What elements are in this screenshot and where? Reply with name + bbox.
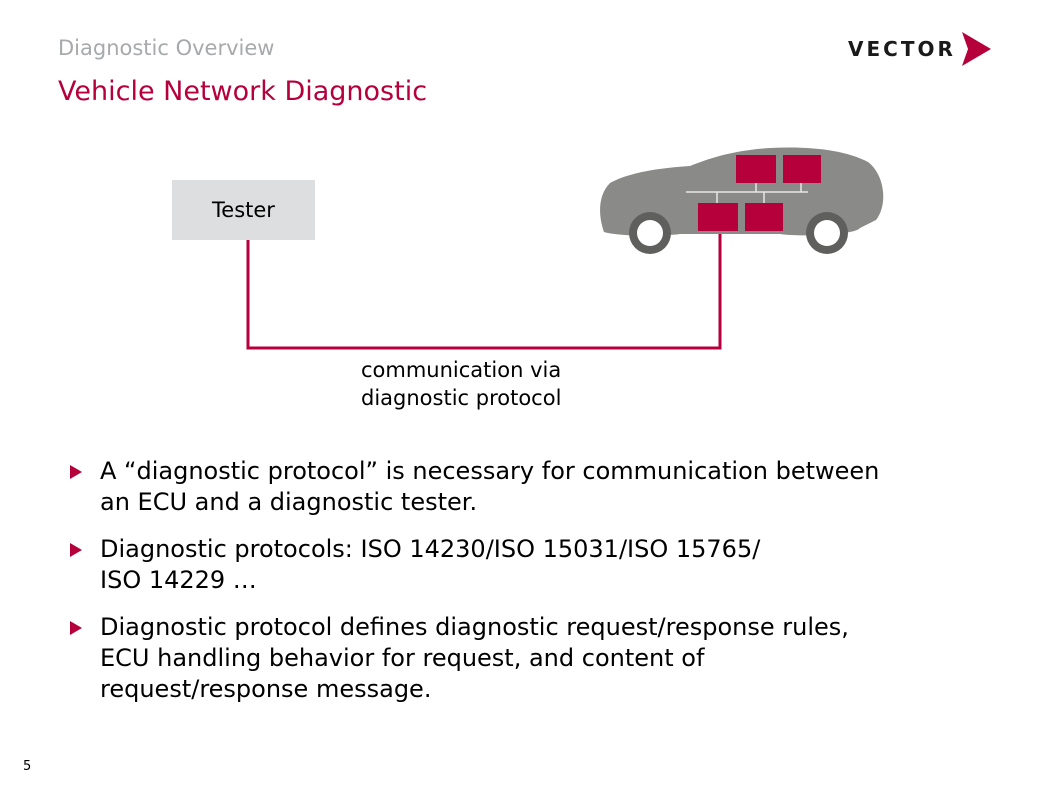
ecu-block bbox=[783, 155, 821, 183]
tester-label: Tester bbox=[212, 198, 275, 222]
vector-logo: VECTOR bbox=[848, 31, 998, 71]
connection-line bbox=[246, 230, 722, 350]
ecu-block bbox=[698, 203, 738, 231]
connection-label-line: communication via bbox=[361, 358, 562, 382]
car-network-bus bbox=[686, 182, 808, 203]
bullet-line: A “diagnostic protocol” is necessary for… bbox=[100, 457, 880, 485]
triangle-bullet-icon bbox=[70, 621, 82, 635]
tester-box: Tester bbox=[172, 180, 315, 240]
ecu-block bbox=[736, 155, 776, 183]
bullet-line: request/response message. bbox=[100, 675, 432, 703]
bullet-line: ECU handling behavior for request, and c… bbox=[100, 644, 705, 672]
bullet-item: Diagnostic protocols: ISO 14230/ISO 1503… bbox=[68, 534, 998, 596]
bullet-line: ISO 14229 … bbox=[100, 566, 257, 594]
connection-label: communication via diagnostic protocol bbox=[361, 356, 561, 412]
section-title: Diagnostic Overview bbox=[58, 36, 275, 60]
slide-title: Vehicle Network Diagnostic bbox=[58, 76, 428, 107]
bullet-line: Diagnostic protocol defines diagnostic r… bbox=[100, 613, 849, 641]
connection-label-line: diagnostic protocol bbox=[361, 386, 562, 410]
bullet-line: Diagnostic protocols: ISO 14230/ISO 1503… bbox=[100, 535, 761, 563]
chevron-right-icon bbox=[962, 32, 991, 66]
bullet-list: A “diagnostic protocol” is necessary for… bbox=[68, 456, 998, 721]
bullet-item: A “diagnostic protocol” is necessary for… bbox=[68, 456, 998, 518]
car-icon bbox=[600, 147, 884, 254]
logo-text: VECTOR bbox=[848, 37, 956, 61]
network-diagram bbox=[246, 147, 884, 350]
bullet-line: an ECU and a diagnostic tester. bbox=[100, 488, 478, 516]
page-number: 5 bbox=[23, 759, 32, 774]
bullet-item: Diagnostic protocol defines diagnostic r… bbox=[68, 612, 998, 705]
ecu-block bbox=[745, 203, 783, 231]
triangle-bullet-icon bbox=[70, 465, 82, 479]
triangle-bullet-icon bbox=[70, 543, 82, 557]
